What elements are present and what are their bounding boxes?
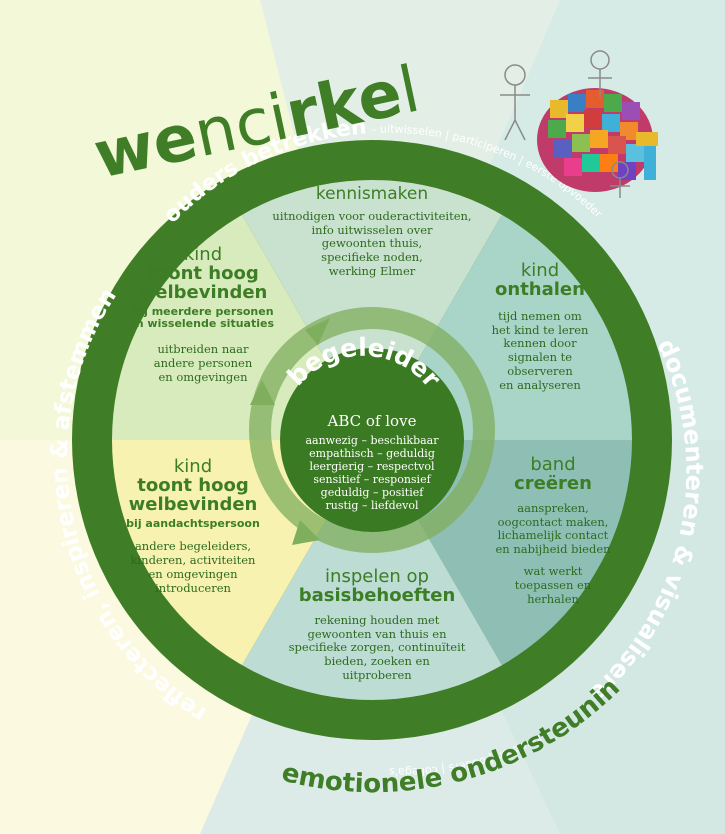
segment-title: creëren — [514, 472, 592, 494]
segment-text: uitbreiden naar — [157, 341, 249, 356]
segment-title: kind — [183, 244, 223, 265]
center-circle — [280, 348, 464, 532]
segment-title: inspelen op — [325, 566, 429, 587]
arrow-head-icon — [250, 380, 275, 405]
segment-inspelen: inspelen op basisbehoeften rekening houd… — [262, 566, 492, 683]
segment-text: info uitwisselen over — [311, 222, 433, 237]
segment-subtitle: bij aandachtspersoon — [126, 516, 260, 530]
svg-text:wencirkel: wencirkel — [88, 53, 426, 194]
segment-title: band — [530, 454, 576, 475]
segment-text: specifieke noden, — [321, 250, 423, 265]
arrow-head-icon — [292, 520, 320, 545]
segment-hoog-meerdere-bg — [112, 180, 372, 440]
segment-band: band creëren aanspreken, oogcontact make… — [478, 454, 628, 606]
segment-text: kennen door — [503, 336, 577, 351]
segment-text: wat werkt — [523, 563, 583, 578]
page-title: wencirkel — [88, 53, 426, 194]
segment-title: onthalen — [495, 278, 585, 300]
segment-hoog-aandacht: kind toont hoog welbevinden bij aandacht… — [108, 456, 278, 596]
segment-kennismaken: kennismaken uitnodigen voor ouderactivit… — [262, 184, 482, 279]
segment-title: toont hoog — [137, 474, 249, 496]
segment-onthalen: kind onthalen tijd nemen om het kind te … — [465, 260, 615, 393]
arrow-head-icon — [305, 318, 330, 345]
segment-onthalen-bg — [372, 180, 632, 440]
center-line: empathisch – geduldig — [309, 446, 435, 460]
segment-text: gewoonten van thuis en — [307, 626, 447, 641]
segment-title: kind — [520, 260, 560, 281]
segment-title: welbevinden — [138, 281, 268, 303]
segment-title: basisbehoeften — [298, 584, 456, 606]
center-lines: aanwezig – beschikbaar empathisch – gedu… — [292, 434, 452, 513]
segment-text: bieden, zoeken en — [324, 654, 430, 669]
segment-text: tijd nemen om — [498, 308, 582, 323]
segment-text: signalen te — [507, 350, 573, 365]
segment-text: herhalen — [527, 591, 579, 606]
segment-text: uitnodigen voor ouderactiviteiten, — [272, 208, 472, 223]
segment-text: en omgevingen — [148, 566, 238, 581]
segment-title: toont hoog — [147, 262, 259, 284]
segment-text: rekening houden met — [314, 612, 440, 627]
segment-title: kind — [173, 456, 213, 477]
segment-text: en nabijheid bieden — [495, 542, 611, 557]
segment-text: introduceren — [155, 580, 231, 595]
segment-subtitle: in wisselende situaties — [131, 317, 274, 331]
segment-text: aanspreken, — [517, 500, 589, 515]
center-line: geduldig – positief — [320, 485, 424, 499]
segment-text: lichamelijk contact — [497, 528, 609, 543]
segment-text: andere personen — [153, 355, 253, 370]
center-subtitle: ABC of love aanwezig – beschikbaar empat… — [292, 412, 452, 513]
segment-text: en analyseren — [499, 377, 581, 392]
center-line: rustig – liefdevol — [325, 498, 419, 512]
center-line: sensitief – responsief — [313, 472, 431, 486]
segment-text: specifieke zorgen, continuïteit — [288, 640, 466, 655]
segment-text: het kind te leren — [491, 322, 589, 337]
segment-text: andere begeleiders, — [134, 539, 252, 554]
segment-text: en omgevingen — [158, 369, 248, 384]
center-line: leergierig – respectvol — [309, 459, 435, 473]
segment-inspelen-bg — [222, 440, 522, 700]
segment-title: welbevinden — [128, 493, 258, 515]
center-line: aanwezig – beschikbaar — [305, 434, 439, 447]
segment-text: gewoonten thuis, — [321, 236, 423, 251]
segment-text: observeren — [507, 363, 573, 378]
segment-subtitle: bij meerdere personen — [132, 304, 274, 318]
segment-text: kinderen, activiteiten — [130, 553, 256, 568]
segment-title: kennismaken — [315, 184, 429, 204]
segment-text: werking Elmer — [328, 264, 416, 279]
segment-text: toepassen en — [514, 577, 592, 592]
segment-hoog-meerdere: kind toont hoog welbevinden bij meerdere… — [118, 244, 288, 384]
elephant-icon — [537, 88, 658, 192]
children-illustration-icon — [500, 50, 630, 198]
segment-text: uitproberen — [342, 667, 412, 682]
cycle-arrows — [249, 307, 495, 553]
segment-text: oogcontact maken, — [497, 514, 609, 529]
